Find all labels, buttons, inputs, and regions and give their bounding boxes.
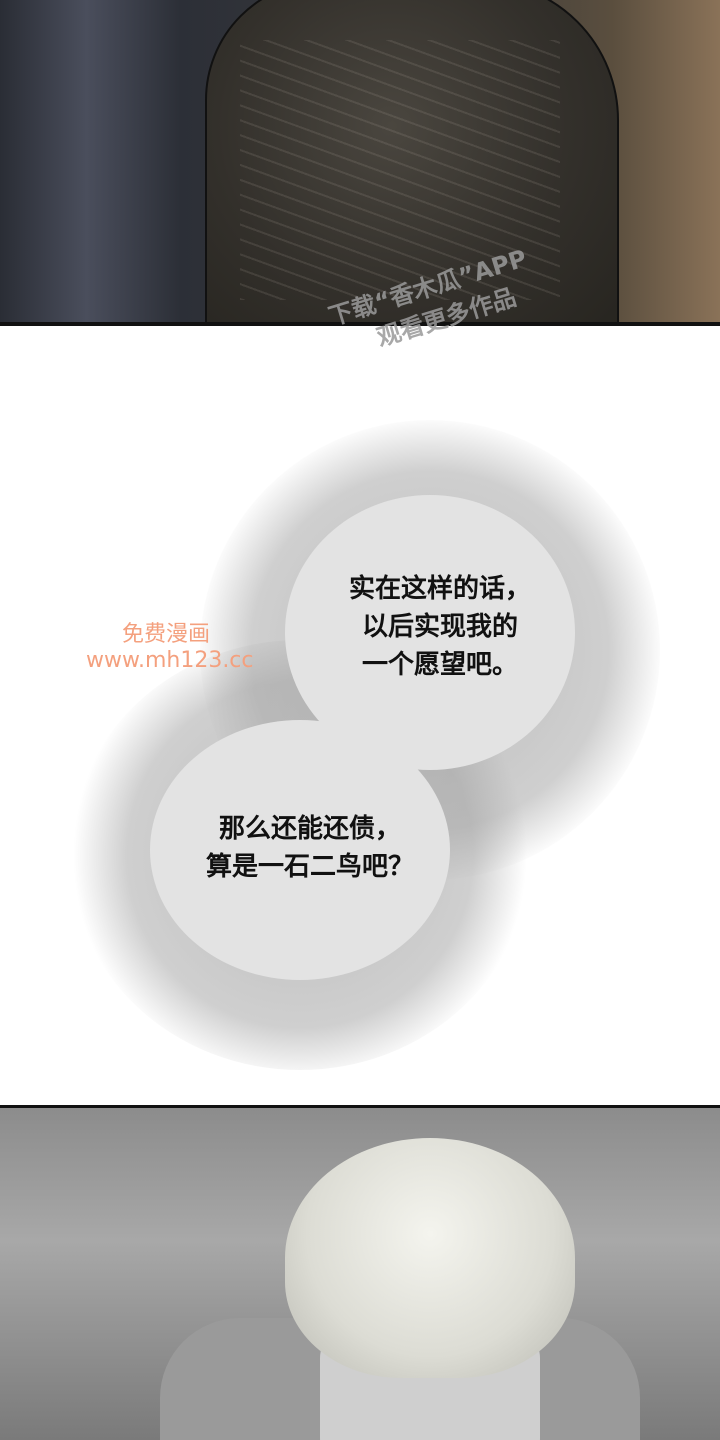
character-hair bbox=[285, 1138, 575, 1378]
speech-bubble-2 bbox=[150, 720, 450, 980]
bubble-line: 以后实现我的 bbox=[361, 612, 518, 642]
bubble-line: 一个愿望吧。 bbox=[361, 650, 518, 680]
speech-bubble-1-text: 实在这样的话， 以后实现我的 一个愿望吧。 bbox=[305, 570, 575, 684]
site-watermark-line2: www.mh123.cc bbox=[86, 648, 254, 673]
bubble-line: 那么还能还债， bbox=[218, 814, 401, 844]
site-watermark-line1: 免费漫画 bbox=[122, 622, 211, 647]
character-back-illustration bbox=[205, 0, 619, 324]
bubble-line: 实在这样的话， bbox=[348, 574, 531, 604]
bottom-comic-panel bbox=[0, 1108, 720, 1440]
coat-pattern bbox=[240, 40, 560, 300]
top-comic-panel bbox=[0, 0, 720, 324]
panel-border bbox=[0, 322, 720, 326]
site-watermark: 免费漫画 www.mh123.cc bbox=[86, 622, 254, 674]
bubble-line: 算是一石二鸟吧？ bbox=[205, 852, 414, 882]
panel-border bbox=[0, 1105, 720, 1109]
speech-bubble-2-text: 那么还能还债， 算是一石二鸟吧？ bbox=[165, 810, 455, 886]
